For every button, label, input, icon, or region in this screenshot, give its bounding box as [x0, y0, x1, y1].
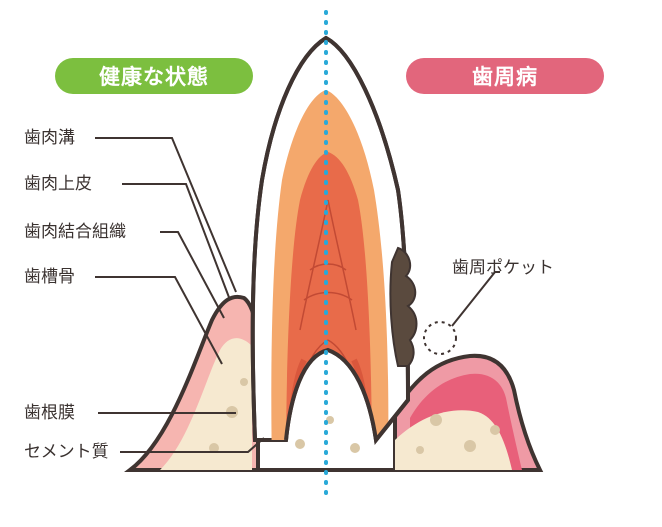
label-alveolar-bone: 歯槽骨: [24, 267, 75, 287]
healthy-bone: [160, 338, 252, 470]
healthy-state-badge: 健康な状態: [55, 58, 253, 94]
pulp: [286, 152, 372, 440]
periodontal-disease-badge: 歯周病: [406, 58, 604, 94]
leader-lines: [95, 137, 500, 453]
pocket-indicator: [423, 321, 457, 355]
label-periodontal-ligament: 歯根膜: [24, 403, 75, 423]
label-gingival-sulcus: 歯肉溝: [24, 128, 75, 148]
tartar: [389, 246, 418, 367]
label-gingival-connective-tissue: 歯肉結合組織: [24, 222, 126, 242]
label-gingival-epithelium: 歯肉上皮: [24, 174, 92, 194]
label-cementum: セメント質: [24, 442, 109, 462]
label-periodontal-pocket: 歯周ポケット: [452, 258, 554, 278]
diseased-bone: [395, 410, 512, 470]
